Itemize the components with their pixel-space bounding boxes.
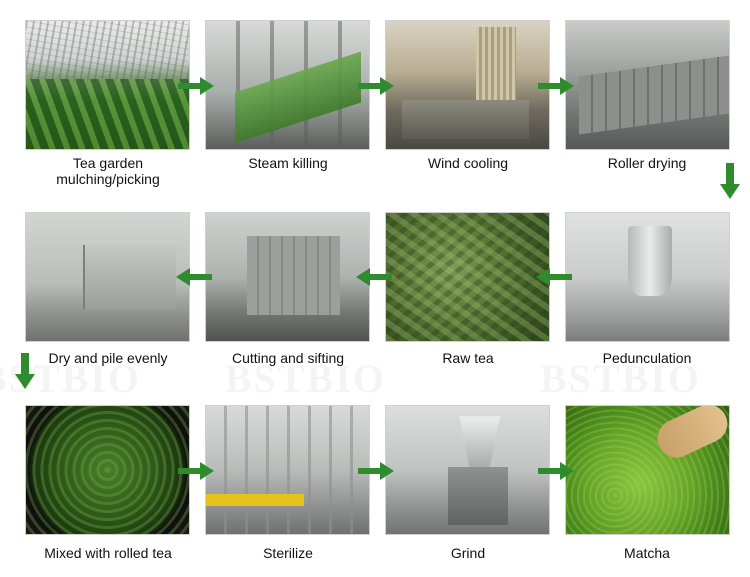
arrow-down-icon [720,163,740,199]
raw-tea-photo [385,212,550,342]
grind-label: Grind [450,545,486,561]
arrow-right-icon [178,462,214,480]
sterilize-label: Sterilize [263,545,313,561]
arrow-down-icon [15,353,35,389]
steam-killing-photo [205,20,370,150]
arrow-right-icon [358,462,394,480]
watermark: BSTBIO [225,355,386,402]
tea-garden-label: Tea garden mulching/picking [18,155,198,187]
mixed-rolled-tea-photo [25,405,190,535]
pedunculation-label: Pedunculation [602,350,692,366]
raw-tea-label: Raw tea [442,350,494,366]
wind-cooling-photo [385,20,550,150]
steam-killing-label: Steam killing [248,155,328,171]
pedunculation-photo [565,212,730,342]
sterilize-photo [205,405,370,535]
roller-drying-photo [565,20,730,150]
arrow-left-icon [356,268,392,286]
arrow-right-icon [538,462,574,480]
arrow-left-icon [536,268,572,286]
wind-cooling-label: Wind cooling [427,155,509,171]
tea-garden-label-line1: Tea garden [72,155,144,171]
matcha-photo [565,405,730,535]
mixed-rolled-tea-label: Mixed with rolled tea [44,545,172,561]
arrow-right-icon [178,77,214,95]
matcha-label: Matcha [624,545,670,561]
roller-drying-label: Roller drying [607,155,687,171]
arrow-right-icon [358,77,394,95]
tea-garden-label-line2: mulching/picking [56,171,160,187]
dry-and-pile-photo [25,212,190,342]
cutting-sifting-photo [205,212,370,342]
watermark: BSTBIO [540,355,701,402]
arrow-left-icon [176,268,212,286]
dry-and-pile-label: Dry and pile evenly [48,350,168,366]
cutting-sifting-label: Cutting and sifting [231,350,345,366]
arrow-right-icon [538,77,574,95]
grind-photo [385,405,550,535]
tea-garden-photo [25,20,190,150]
